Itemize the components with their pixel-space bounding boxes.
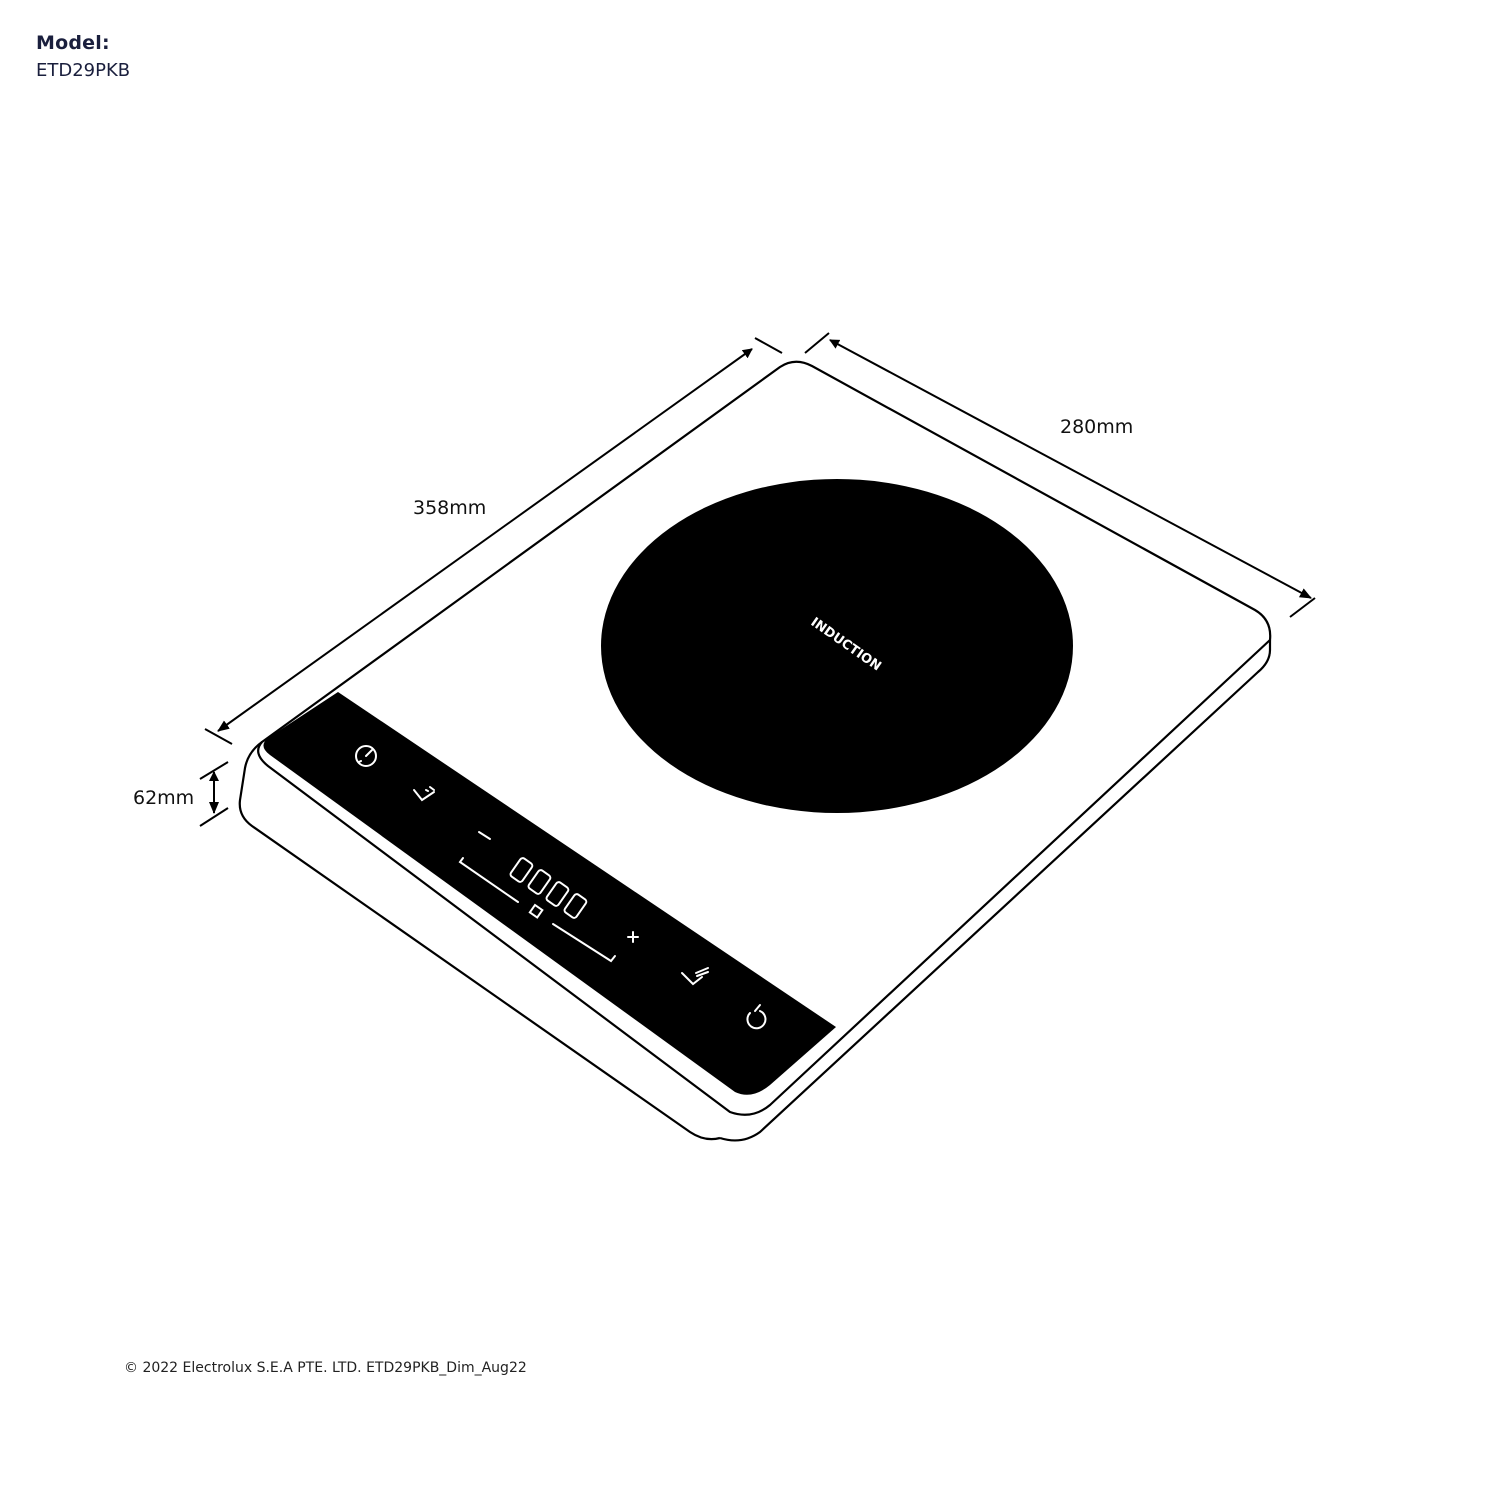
select-button[interactable] [528, 903, 544, 919]
display-digits [509, 857, 588, 919]
boost-icon[interactable] [681, 967, 709, 986]
power-icon[interactable] [746, 1004, 767, 1030]
minus-button[interactable] [478, 831, 491, 840]
width-label: 280mm [1060, 416, 1133, 438]
dimension-length [204, 337, 783, 745]
dimension-height [199, 761, 229, 827]
model-value: ETD29PKB [36, 60, 131, 81]
plus-button[interactable] [627, 931, 639, 943]
timer-icon[interactable] [355, 745, 377, 767]
pot-detect-icon[interactable] [413, 786, 435, 802]
height-label: 62mm [133, 787, 194, 809]
display-bracket-left [458, 857, 519, 903]
copyright-footer: © 2022 Electrolux S.E.A PTE. LTD. ETD29P… [124, 1360, 527, 1376]
model-label: Model: [36, 32, 110, 54]
length-label: 358mm [413, 497, 486, 519]
dimension-width [804, 332, 1316, 618]
display-bracket-right [552, 923, 616, 963]
